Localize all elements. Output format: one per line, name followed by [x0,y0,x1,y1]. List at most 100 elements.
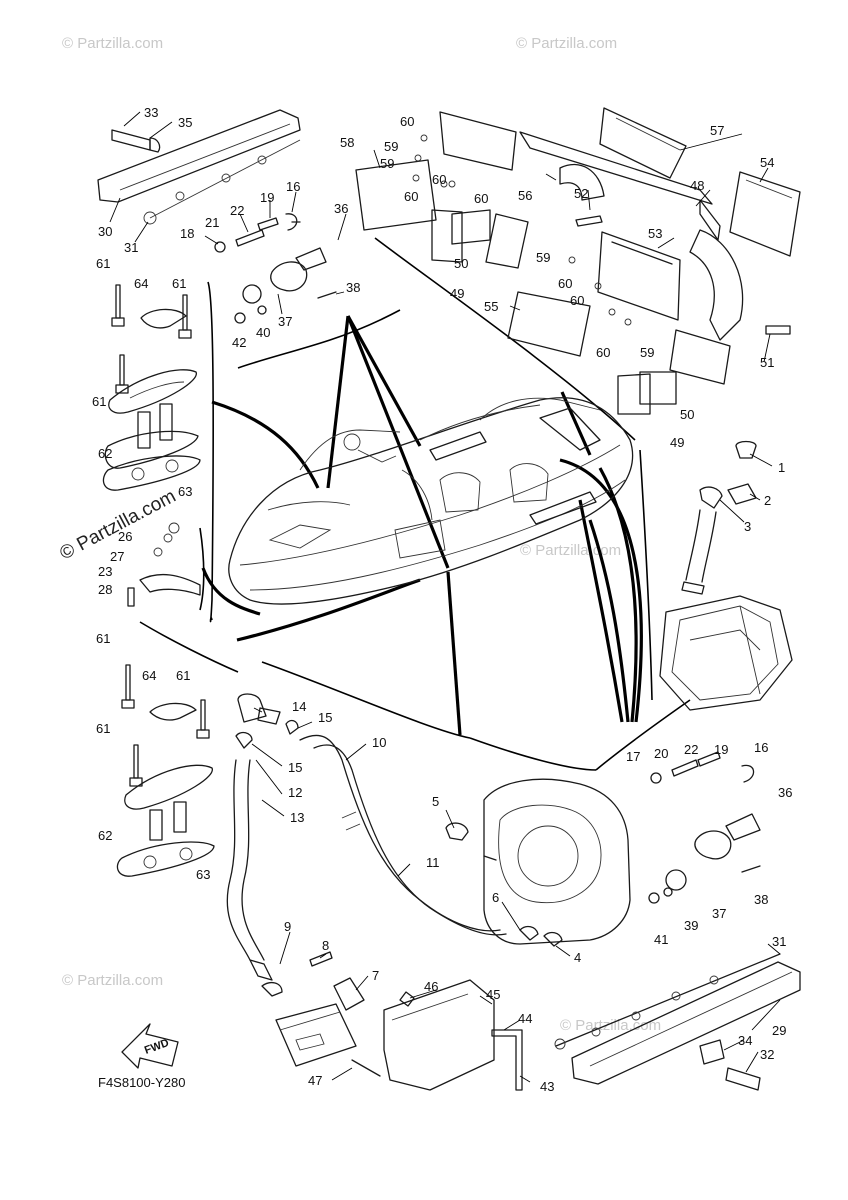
callout-60[interactable]: 60 [404,189,418,204]
callout-14[interactable]: 14 [292,699,306,714]
callout-11[interactable]: 11 [426,855,440,870]
callout-61[interactable]: 61 [96,631,110,646]
callout-50[interactable]: 50 [454,256,468,271]
callout-8[interactable]: 8 [322,938,329,953]
callout-18[interactable]: 18 [180,226,194,241]
callout-60[interactable]: 60 [474,191,488,206]
callout-60[interactable]: 60 [596,345,610,360]
callout-59[interactable]: 59 [536,250,550,265]
callout-39[interactable]: 39 [684,918,698,933]
callout-15[interactable]: 15 [318,710,332,725]
clamp-bracket [127,522,201,607]
rub-rail-upper [97,109,301,225]
callout-37[interactable]: 37 [712,906,726,921]
callout-46[interactable]: 46 [424,979,438,994]
callout-41[interactable]: 41 [654,932,668,947]
group-outlines [139,237,691,771]
callout-4[interactable]: 4 [574,950,581,965]
callout-44[interactable]: 44 [518,1011,532,1026]
callout-30[interactable]: 30 [98,224,112,239]
callout-16[interactable]: 16 [754,740,768,755]
callout-19[interactable]: 19 [714,742,728,757]
callout-35[interactable]: 35 [178,115,192,130]
callout-54[interactable]: 54 [760,155,774,170]
callout-31[interactable]: 31 [772,934,786,949]
callout-58[interactable]: 58 [340,135,354,150]
callout-13[interactable]: 13 [290,810,304,825]
callout-16[interactable]: 16 [286,179,300,194]
callout-51[interactable]: 51 [760,355,774,370]
callout-61[interactable]: 61 [176,668,190,683]
callout-59[interactable]: 59 [384,139,398,154]
callout-60[interactable]: 60 [400,114,414,129]
callout-50[interactable]: 50 [680,407,694,422]
callout-36[interactable]: 36 [334,201,348,216]
callout-23[interactable]: 23 [98,564,112,579]
callout-43[interactable]: 43 [540,1079,554,1094]
callout-49[interactable]: 49 [450,286,464,301]
callout-22[interactable]: 22 [230,203,244,218]
callout-52[interactable]: 52 [574,186,588,201]
callout-57[interactable]: 57 [710,123,724,138]
callout-33[interactable]: 33 [144,105,158,120]
callout-17[interactable]: 17 [626,749,640,764]
callout-20[interactable]: 20 [654,746,668,761]
callout-55[interactable]: 55 [484,299,498,314]
callout-27[interactable]: 27 [110,549,124,564]
callout-32[interactable]: 32 [760,1047,774,1062]
callout-9[interactable]: 9 [284,919,291,934]
callout-60[interactable]: 60 [432,172,446,187]
callout-29[interactable]: 29 [772,1023,786,1038]
callout-61[interactable]: 61 [96,256,110,271]
jet-pump-housing [445,778,631,947]
callout-61[interactable]: 61 [92,394,106,409]
callout-45[interactable]: 45 [486,987,500,1002]
callout-63[interactable]: 63 [196,867,210,882]
callout-59[interactable]: 59 [640,345,654,360]
callout-7[interactable]: 7 [372,968,379,983]
watermark: © Partzilla.com [62,35,163,52]
callout-38[interactable]: 38 [754,892,768,907]
callout-49[interactable]: 49 [670,435,684,450]
callout-64[interactable]: 64 [142,668,156,683]
callout-59[interactable]: 59 [380,156,394,171]
callout-48[interactable]: 48 [690,178,704,193]
callout-56[interactable]: 56 [518,188,532,203]
callout-53[interactable]: 53 [648,226,662,241]
callout-47[interactable]: 47 [308,1073,322,1088]
callout-40[interactable]: 40 [256,325,270,340]
callout-22[interactable]: 22 [684,742,698,757]
callout-1[interactable]: 1 [778,460,785,475]
callout-26[interactable]: 26 [118,529,132,544]
callout-61[interactable]: 61 [96,721,110,736]
callout-63[interactable]: 63 [178,484,192,499]
callout-10[interactable]: 10 [372,735,386,750]
bilge-hose-assembly [226,693,507,1067]
callout-5[interactable]: 5 [432,794,439,809]
callout-60[interactable]: 60 [558,276,572,291]
callout-36[interactable]: 36 [778,785,792,800]
callout-38[interactable]: 38 [346,280,360,295]
cover-bracket [351,979,523,1091]
callout-37[interactable]: 37 [278,314,292,329]
callout-12[interactable]: 12 [288,785,302,800]
leader-lines [109,111,781,1083]
callout-21[interactable]: 21 [205,215,219,230]
callout-28[interactable]: 28 [98,582,112,597]
tow-hook-assembly-upper [214,213,337,324]
callout-64[interactable]: 64 [134,276,148,291]
callout-2[interactable]: 2 [764,493,771,508]
callout-62[interactable]: 62 [98,446,112,461]
callout-3[interactable]: 3 [744,519,751,534]
callout-19[interactable]: 19 [260,190,274,205]
callout-34[interactable]: 34 [738,1033,752,1048]
callout-42[interactable]: 42 [232,335,246,350]
callout-62[interactable]: 62 [98,828,112,843]
watermarks: © Partzilla.com © Partzilla.com © Partzi… [56,35,661,1034]
callout-60[interactable]: 60 [570,293,584,308]
callout-31[interactable]: 31 [124,240,138,255]
callout-61[interactable]: 61 [172,276,186,291]
callout-15[interactable]: 15 [288,760,302,775]
callout-6[interactable]: 6 [492,890,499,905]
